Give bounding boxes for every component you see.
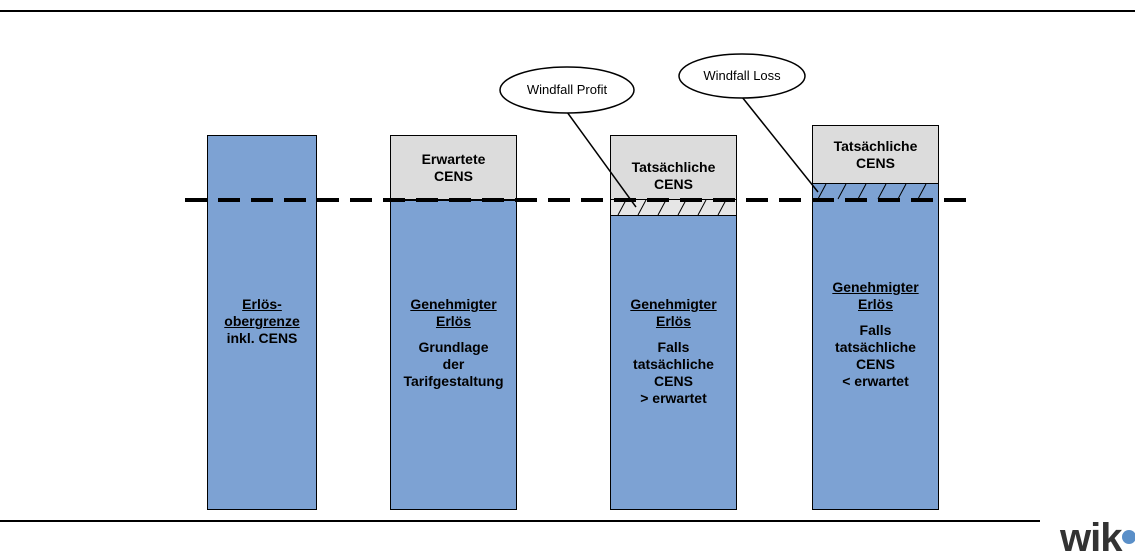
label-line: CENS [654,373,693,389]
label-line: Tatsächliche [631,159,716,175]
label-line: CENS [856,155,895,171]
windfall-profit-hatching [617,199,727,216]
bar-3-top-box-label: Tatsächliche CENS [610,159,737,193]
windfall-profit-callout [499,66,635,114]
bottom-rule [0,520,1040,522]
label-line: > erwartet [640,390,707,406]
windfall-profit-label: Windfall Profit [526,82,608,97]
label-line: < erwartet [842,373,909,389]
label-line: Genehmigter [410,296,497,312]
label-line: Erwartete [421,151,486,167]
windfall-loss-callout [678,53,806,99]
label-line: obergrenze [224,313,300,329]
bar-2-label: Genehmigter Erlös Grundlage der Tarifges… [390,296,517,390]
windfall-loss-label: Windfall Loss [703,68,781,83]
bar-3-top-box [610,135,737,200]
windfall-loss-hatching [817,183,927,200]
label-line: CENS [434,168,473,184]
label-line: Genehmigter [832,279,919,295]
wik-logo: wik [1060,516,1122,560]
label-line: inkl. CENS [226,330,298,346]
label-line: Tatsächliche [833,138,918,154]
bar-3-label: Genehmigter Erlös Falls tatsächliche CEN… [610,296,737,407]
label-line: Erlös- [242,296,282,312]
label-line: CENS [856,356,895,372]
top-rule [0,10,1135,12]
label-line: Erlös [655,313,691,329]
bar-4-top-box-label: Tatsächliche CENS [812,138,939,172]
label-line: tatsächliche [633,356,714,372]
label-line: der [442,356,465,372]
bar-erloesobergrenze [207,135,317,510]
windfall-loss-pointer [741,96,819,193]
label-line: Genehmigter [630,296,717,312]
label-line: CENS [654,176,693,192]
bar-genehmigter-erloes-loss [812,183,939,510]
bar-2-top-box-label: Erwartete CENS [390,151,517,185]
label-line: Erlös [435,313,471,329]
windfall-profit-pointer [566,111,637,208]
label-line: Falls [859,322,892,338]
bar-4-top-box [812,125,939,185]
label-line: Erlös [857,296,893,312]
bar-4-label: Genehmigter Erlös Falls tatsächliche CEN… [812,279,939,390]
label-line: Falls [657,339,690,355]
label-line: Grundlage [418,339,489,355]
label-line: tatsächliche [835,339,916,355]
bar-genehmigter-erloes-grundlage [390,200,517,510]
label-line: Tarifgestaltung [403,373,504,389]
bar-erloesobergrenze-label: Erlös- obergrenze inkl. CENS [207,296,317,347]
logo-mark-icon [1122,530,1135,544]
bar-genehmigter-erloes-profit [610,215,737,510]
